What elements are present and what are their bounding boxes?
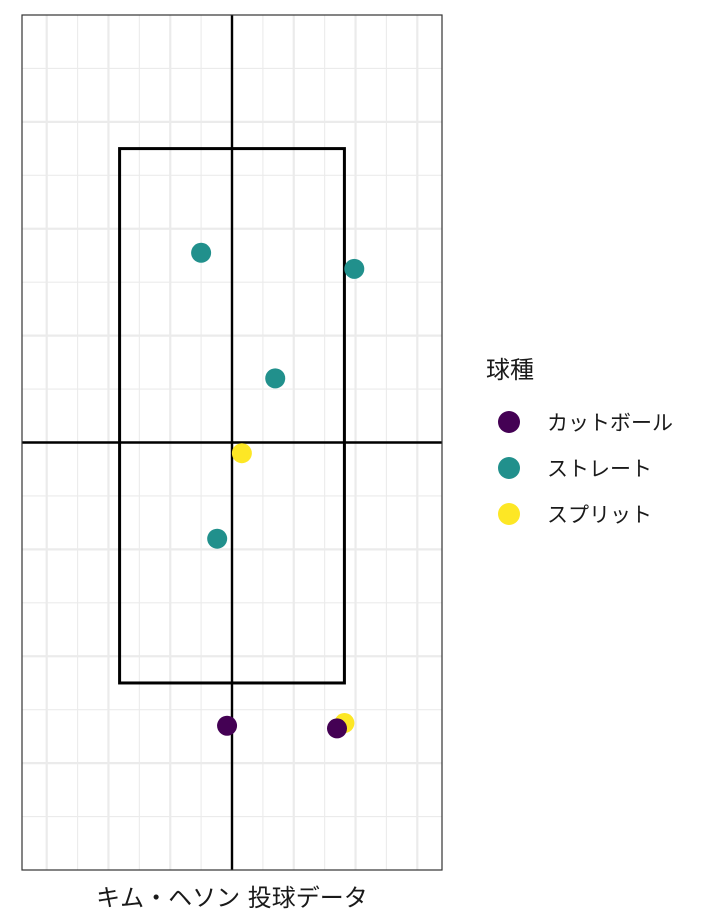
legend-label-splitter: スプリット [547,503,652,527]
pitch-points [191,242,365,739]
data-point-fastball [265,368,286,389]
data-point-cutter [327,718,347,739]
legend-key-fastball [498,457,520,479]
legend-key-splitter [498,503,520,525]
legend: 球種 カットボール ストレート スプリット [486,350,673,537]
x-axis-label: キム・ヘソン 投球データ [96,884,368,912]
data-point-splitter [231,443,252,464]
legend-key-cutter [498,411,520,433]
panel-border [21,14,443,871]
data-point-fastball [207,528,228,549]
legend-title: 球種 [486,356,534,384]
data-point-fastball [344,258,365,279]
legend-item-cutter: カットボール [486,399,673,445]
legend-item-fastball: ストレート [486,445,673,491]
legend-label-fastball: ストレート [547,457,652,481]
legend-label-cutter: カットボール [547,411,673,435]
data-point-fastball [191,242,212,263]
strike-zone [118,147,346,685]
legend-item-splitter: スプリット [486,491,673,537]
data-point-cutter [217,715,238,736]
